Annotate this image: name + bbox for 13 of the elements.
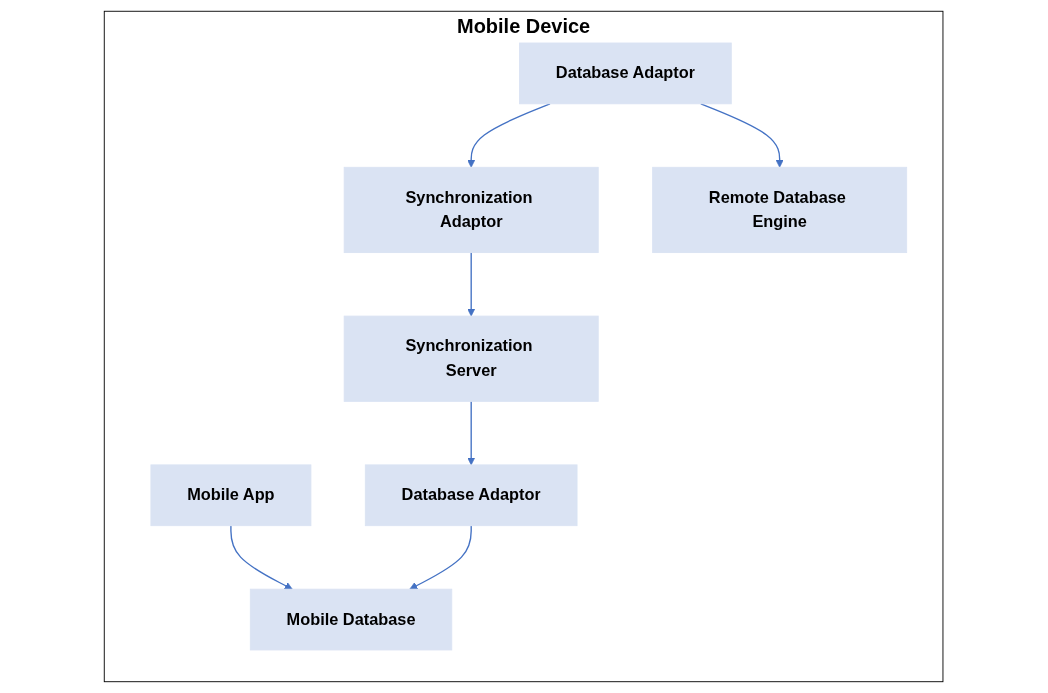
arrow [467,103,552,168]
node-box: Synchronization Server [344,315,600,402]
node-box: Database Adaptor [365,464,578,527]
node-box: Mobile App [150,464,312,527]
node-box: Database Adaptor [519,42,733,105]
node-box: Synchronization Adaptor [344,166,600,254]
arrow [700,103,785,168]
arrow [409,525,473,590]
arrow [230,525,294,590]
node-box: Mobile Database [250,588,453,651]
arrow [467,400,476,466]
node-box: Remote Database Engine [652,166,908,254]
arrow [467,251,476,317]
